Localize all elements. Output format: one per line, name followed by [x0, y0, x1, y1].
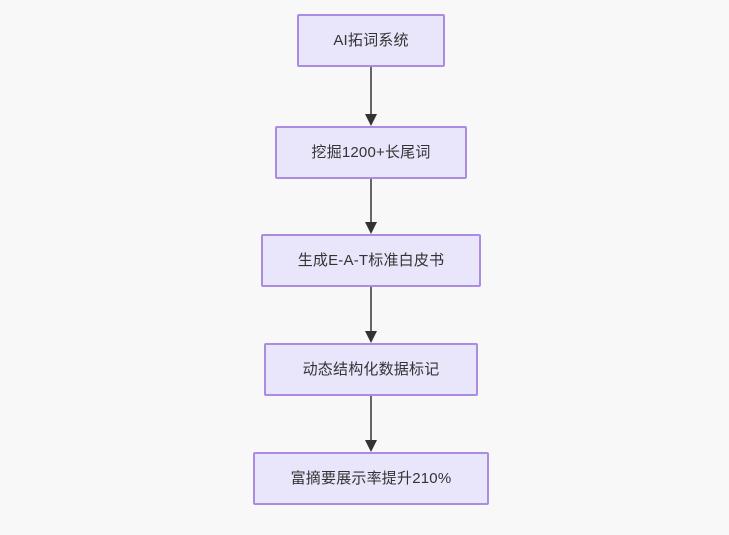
arrow-icon [365, 67, 377, 126]
flow-node-label: AI拓词系统 [333, 31, 409, 49]
edge-n3-n4 [363, 287, 379, 344]
flow-node-dynamic-structured-data-markup[interactable]: 动态结构化数据标记 [264, 343, 478, 396]
flow-node-mine-longtail-keywords[interactable]: 挖掘1200+长尾词 [275, 126, 467, 179]
flow-node-label: 挖掘1200+长尾词 [311, 143, 431, 161]
flow-node-label: 动态结构化数据标记 [302, 360, 440, 378]
flow-node-rich-snippet-impression-lift[interactable]: 富摘要展示率提升210% [253, 452, 489, 505]
arrow-icon [365, 179, 377, 234]
arrow-icon [365, 287, 377, 343]
flow-node-ai-keyword-system[interactable]: AI拓词系统 [297, 14, 445, 67]
edge-n4-n5 [363, 396, 379, 453]
arrow-icon [365, 396, 377, 452]
flow-node-label: 生成E-A-T标准白皮书 [297, 251, 445, 269]
flow-node-generate-eat-whitepaper[interactable]: 生成E-A-T标准白皮书 [261, 234, 481, 287]
edge-n2-n3 [363, 179, 379, 235]
flow-node-label: 富摘要展示率提升210% [290, 469, 452, 487]
edge-n1-n2 [363, 67, 379, 127]
